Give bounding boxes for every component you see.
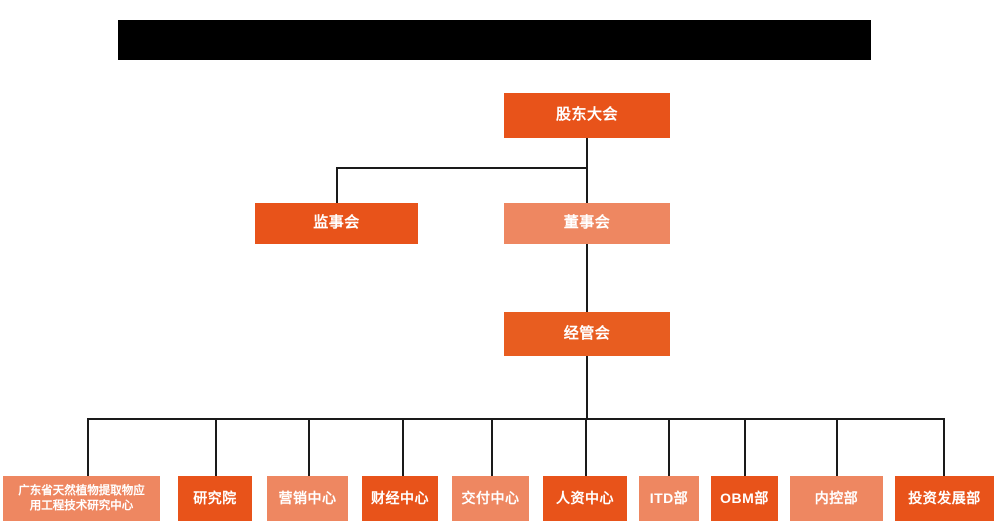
node-board-of-directors[interactable]: 董事会 (504, 203, 670, 244)
redacted-title-bar (118, 20, 871, 60)
node-shareholders-meeting[interactable]: 股东大会 (504, 93, 670, 138)
node-dept-guangdong-research-center[interactable]: 广东省天然植物提取物应 用工程技术研究中心 (3, 476, 160, 521)
connector-drop-dept-7 (668, 418, 670, 476)
connector-directors-drop (586, 167, 588, 203)
node-dept-marketing-center[interactable]: 营销中心 (267, 476, 348, 521)
connector-drop-dept-6 (585, 418, 587, 476)
node-dept-obm[interactable]: OBM部 (711, 476, 778, 521)
connector-drop-dept-10 (943, 418, 945, 476)
connector-drop-dept-4 (402, 418, 404, 476)
connector-drop-dept-8 (744, 418, 746, 476)
node-dept-delivery-center[interactable]: 交付中心 (452, 476, 529, 521)
connector-drop-dept-1 (87, 418, 89, 476)
node-dept-itd[interactable]: ITD部 (639, 476, 699, 521)
connector-management-stem (586, 356, 588, 419)
connector-drop-dept-9 (836, 418, 838, 476)
node-dept-investment-development[interactable]: 投资发展部 (895, 476, 994, 521)
node-management-committee[interactable]: 经管会 (504, 312, 670, 356)
connector-department-bus (87, 418, 945, 420)
connector-drop-dept-2 (215, 418, 217, 476)
node-dept-internal-control[interactable]: 内控部 (790, 476, 883, 521)
node-board-of-supervisors[interactable]: 监事会 (255, 203, 418, 244)
node-dept-research-institute[interactable]: 研究院 (178, 476, 252, 521)
node-dept-finance-center[interactable]: 财经中心 (362, 476, 438, 521)
connector-supervisors-drop (336, 167, 338, 203)
connector-level2-bus (336, 167, 588, 169)
connector-shareholders-stem (586, 138, 588, 168)
connector-drop-dept-5 (491, 418, 493, 476)
node-dept-human-resources-center[interactable]: 人资中心 (543, 476, 627, 521)
connector-directors-to-management (586, 243, 588, 312)
connector-drop-dept-3 (308, 418, 310, 476)
